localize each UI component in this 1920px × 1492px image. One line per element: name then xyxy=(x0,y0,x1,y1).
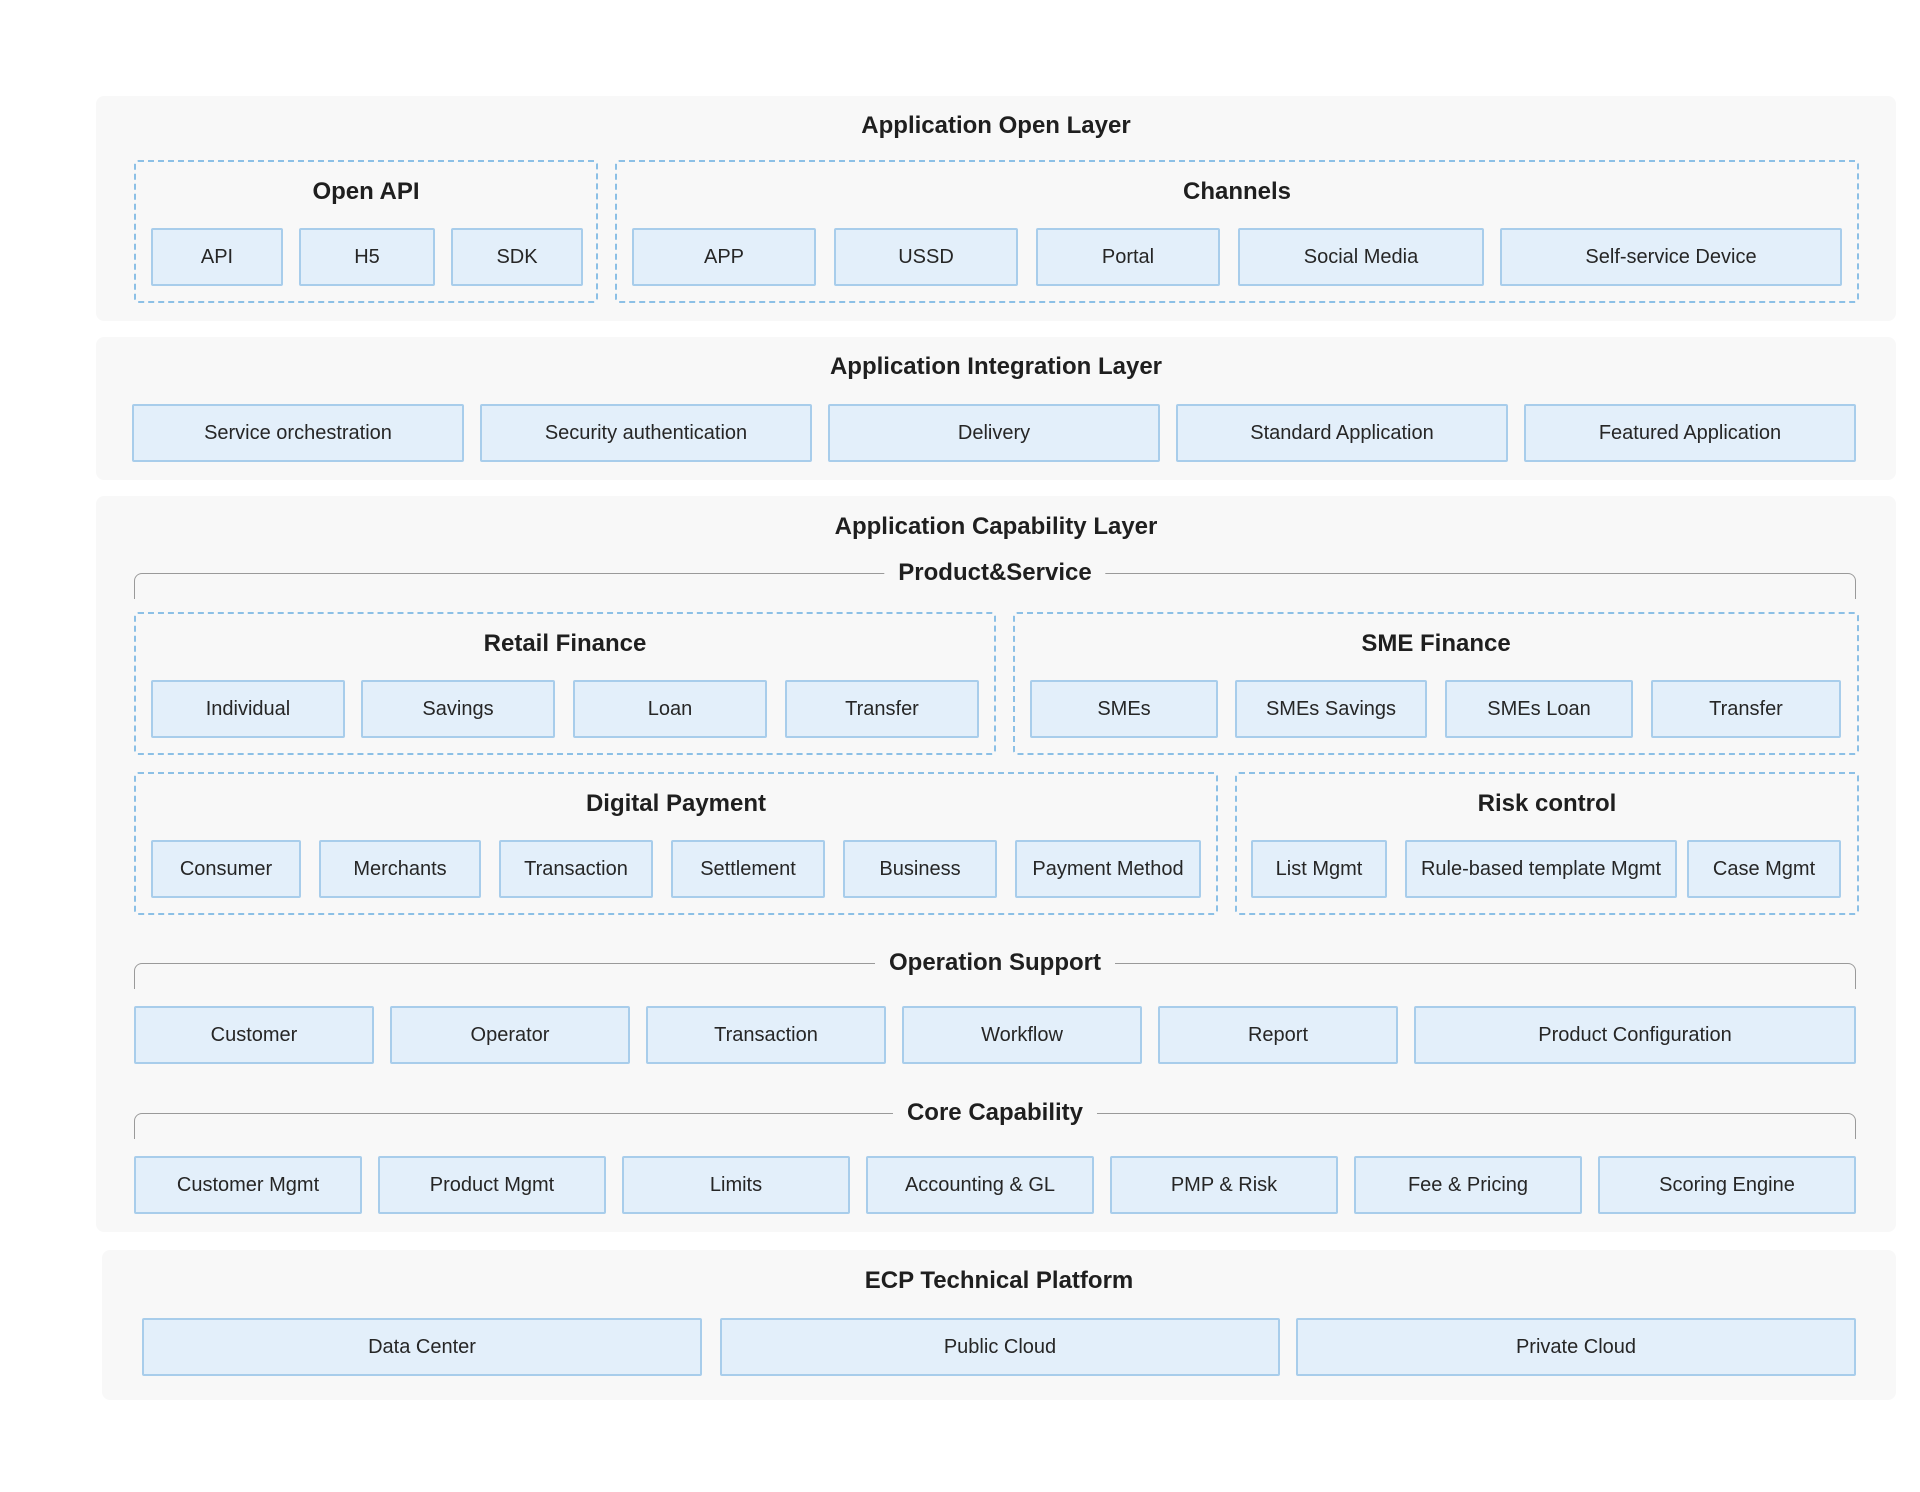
operation-support-item[interactable]: Product Configuration xyxy=(1414,1006,1856,1064)
application-integration-layer-title: Application Integration Layer xyxy=(829,353,1163,380)
operation-support-item[interactable]: Transaction xyxy=(646,1006,886,1064)
sme-finance-item[interactable]: Transfer xyxy=(1651,680,1841,738)
open-api-item[interactable]: SDK xyxy=(451,228,583,286)
sme-finance-item[interactable]: SMEs Savings xyxy=(1235,680,1427,738)
open-api-group xyxy=(134,160,598,303)
application-capability-layer-title: Application Capability Layer xyxy=(834,513,1158,540)
digital-payment-item[interactable]: Business xyxy=(843,840,997,898)
core-capability-item[interactable]: Fee & Pricing xyxy=(1354,1156,1582,1214)
sme-finance-title: SME Finance xyxy=(1361,630,1511,657)
risk-control-title: Risk control xyxy=(1477,790,1617,817)
integration-item[interactable]: Service orchestration xyxy=(132,404,464,462)
risk-control-item[interactable]: Case Mgmt xyxy=(1687,840,1841,898)
digital-payment-item[interactable]: Transaction xyxy=(499,840,653,898)
open-api-title: Open API xyxy=(312,178,420,205)
integration-item[interactable]: Security authentication xyxy=(480,404,812,462)
retail-finance-title: Retail Finance xyxy=(483,630,647,657)
digital-payment-item[interactable]: Merchants xyxy=(319,840,481,898)
platform-item[interactable]: Private Cloud xyxy=(1296,1318,1856,1376)
integration-item[interactable]: Featured Application xyxy=(1524,404,1856,462)
digital-payment-title: Digital Payment xyxy=(585,790,767,817)
core-capability-item[interactable]: PMP & Risk xyxy=(1110,1156,1338,1214)
digital-payment-group xyxy=(134,772,1218,915)
ecp-technical-platform-title: ECP Technical Platform xyxy=(864,1267,1134,1294)
open-api-item[interactable]: H5 xyxy=(299,228,435,286)
core-capability-item[interactable]: Accounting & GL xyxy=(866,1156,1094,1214)
retail-finance-group xyxy=(134,612,996,755)
retail-finance-item[interactable]: Savings xyxy=(361,680,555,738)
core-capability-item[interactable]: Limits xyxy=(622,1156,850,1214)
digital-payment-item[interactable]: Consumer xyxy=(151,840,301,898)
channel-item[interactable]: Social Media xyxy=(1238,228,1484,286)
retail-finance-item[interactable]: Loan xyxy=(573,680,767,738)
risk-control-item[interactable]: List Mgmt xyxy=(1251,840,1387,898)
operation-support-item[interactable]: Workflow xyxy=(902,1006,1142,1064)
integration-item[interactable]: Standard Application xyxy=(1176,404,1508,462)
open-api-item[interactable]: API xyxy=(151,228,283,286)
platform-item[interactable]: Public Cloud xyxy=(720,1318,1280,1376)
digital-payment-item[interactable]: Payment Method xyxy=(1015,840,1201,898)
core-capability-item[interactable]: Product Mgmt xyxy=(378,1156,606,1214)
operation-support-item[interactable]: Operator xyxy=(390,1006,630,1064)
sme-finance-item[interactable]: SMEs xyxy=(1030,680,1218,738)
integration-item[interactable]: Delivery xyxy=(828,404,1160,462)
risk-control-group xyxy=(1235,772,1859,915)
channel-item[interactable]: USSD xyxy=(834,228,1018,286)
sme-finance-item[interactable]: SMEs Loan xyxy=(1445,680,1633,738)
risk-control-item[interactable]: Rule-based template Mgmt xyxy=(1405,840,1677,898)
operation-support-title: Operation Support xyxy=(875,949,1115,977)
application-open-layer-title: Application Open Layer xyxy=(861,112,1131,139)
retail-finance-item[interactable]: Transfer xyxy=(785,680,979,738)
retail-finance-item[interactable]: Individual xyxy=(151,680,345,738)
core-capability-item[interactable]: Customer Mgmt xyxy=(134,1156,362,1214)
operation-support-item[interactable]: Customer xyxy=(134,1006,374,1064)
digital-payment-item[interactable]: Settlement xyxy=(671,840,825,898)
channels-group xyxy=(615,160,1859,303)
core-capability-item[interactable]: Scoring Engine xyxy=(1598,1156,1856,1214)
channel-item[interactable]: APP xyxy=(632,228,816,286)
product-service-title: Product&Service xyxy=(884,559,1106,587)
channel-item[interactable]: Portal xyxy=(1036,228,1220,286)
operation-support-item[interactable]: Report xyxy=(1158,1006,1398,1064)
platform-item[interactable]: Data Center xyxy=(142,1318,702,1376)
sme-finance-group xyxy=(1013,612,1859,755)
channel-item[interactable]: Self-service Device xyxy=(1500,228,1842,286)
channels-title: Channels xyxy=(1182,178,1292,205)
core-capability-title: Core Capability xyxy=(892,1099,1098,1127)
